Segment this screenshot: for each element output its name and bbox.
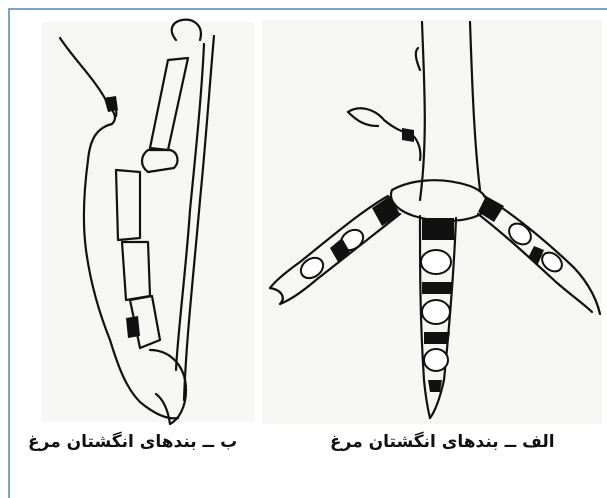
joint-band: [126, 316, 140, 338]
toe-pad: [424, 349, 448, 371]
joint-band: [402, 128, 414, 142]
toe-pad: [422, 300, 450, 324]
panel-b-background: [42, 22, 254, 422]
caption-b: ب ــ بندهای انگشتان مرغ: [28, 432, 237, 452]
joint-band: [428, 380, 442, 392]
toe-pad: [421, 250, 451, 274]
joint-band: [424, 332, 450, 344]
chicken-toe-illustration: [0, 0, 607, 482]
joint-band: [422, 218, 454, 240]
caption-alef: الف ــ بندهای انگشتان مرغ: [330, 432, 555, 452]
joint-band: [422, 282, 452, 294]
